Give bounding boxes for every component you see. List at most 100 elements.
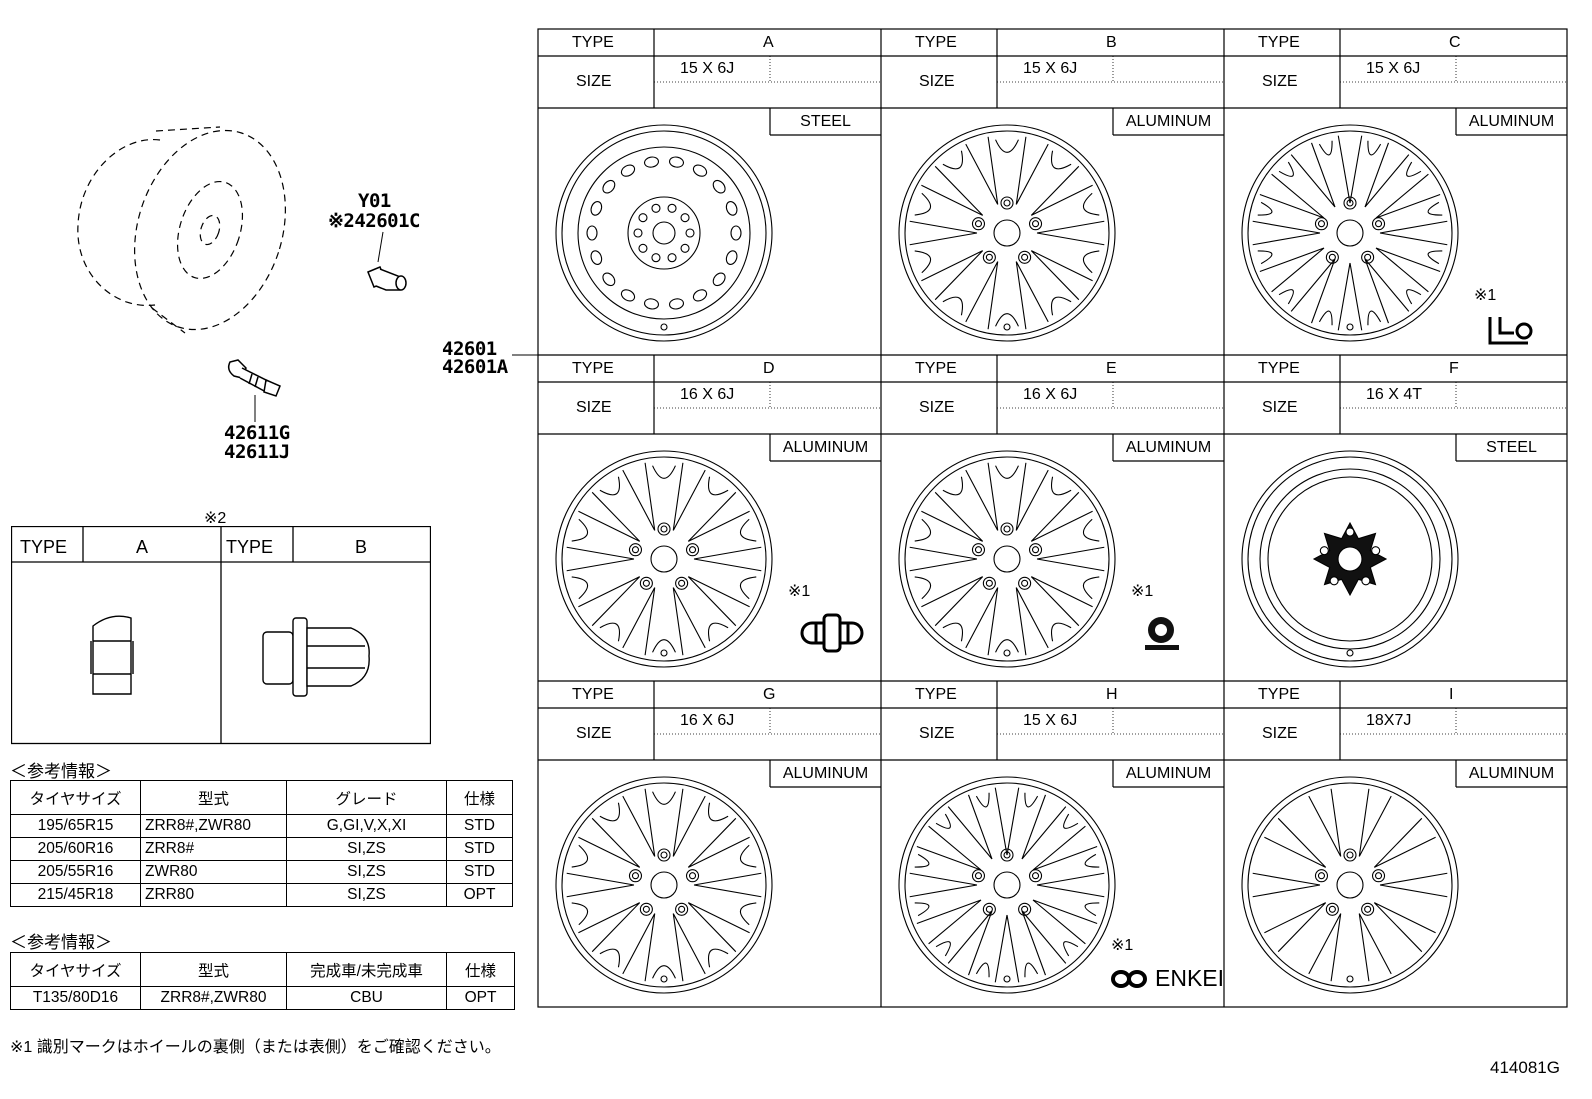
- nut-type-header-b: TYPE: [226, 537, 274, 557]
- wheel-material-i: ALUMINUM: [1468, 765, 1555, 782]
- nut-type-a-label: A: [136, 537, 149, 557]
- wheel-h-image: [887, 765, 1127, 1010]
- size-header-label: SIZE: [576, 725, 612, 742]
- type-header-label: TYPE: [915, 34, 957, 51]
- nut-type-header-a: TYPE: [20, 537, 68, 557]
- nut-type-table: [11, 526, 431, 745]
- type-header-label: TYPE: [572, 360, 614, 377]
- ref1-cell: ZRR8#: [140, 837, 287, 861]
- wheel-type-h: H: [1106, 686, 1118, 703]
- ref1-cell: 215/45R18: [10, 883, 141, 907]
- ref1-title: ＜参考情報＞: [10, 762, 112, 781]
- table-row: T135/80D16 ZRR8#,ZWR80 CBU OPT: [10, 986, 515, 1010]
- wheel-d-drawing: [555, 450, 773, 668]
- nut-type-b-drawing: [262, 617, 370, 697]
- ref2-title: ＜参考情報＞: [10, 933, 112, 952]
- ref1-cell: ZRR8#,ZWR80: [140, 814, 287, 838]
- size-header-label: SIZE: [1262, 73, 1298, 90]
- ref2-header-tire: タイヤサイズ: [10, 952, 141, 987]
- ref2-cell: ZRR8#,ZWR80: [140, 986, 287, 1010]
- enkei-logo-icon: [1111, 970, 1147, 988]
- wheel-size-f: 16 X 4T: [1366, 386, 1423, 403]
- wheel-g-drawing: [555, 776, 773, 994]
- wheel-a-drawing: [555, 124, 773, 342]
- wheel-b-drawing: [898, 124, 1116, 342]
- ref1-cell: SI,ZS: [286, 883, 447, 907]
- ref2-table: タイヤサイズ 型式 完成車/未完成車 仕様 T135/80D16 ZRR8#,Z…: [10, 952, 515, 1010]
- nut-type-b-label: B: [355, 537, 368, 557]
- mark-note-d: ※1: [788, 583, 811, 600]
- wheel-type-i: I: [1449, 686, 1454, 703]
- ref1-cell: ZWR80: [140, 860, 287, 884]
- wheel-size-h: 15 X 6J: [1023, 712, 1078, 729]
- wheel-type-c: C: [1449, 34, 1461, 51]
- wheel-type-a: A: [763, 34, 774, 51]
- ref1-cell: OPT: [446, 883, 513, 907]
- ref1-cell: 195/65R15: [10, 814, 141, 838]
- type-header-label: TYPE: [1258, 686, 1300, 703]
- mark-note-c: ※1: [1474, 287, 1497, 304]
- wheel-size-c: 15 X 6J: [1366, 60, 1421, 77]
- ref1-header-tire: タイヤサイズ: [10, 780, 141, 815]
- mark-c-holder: [1484, 309, 1554, 354]
- size-header-label: SIZE: [919, 399, 955, 416]
- table-row: 205/60R16 ZRR8# SI,ZS STD: [10, 837, 513, 861]
- wheel-material-d: ALUMINUM: [782, 439, 869, 456]
- wheel-type-f: F: [1449, 360, 1459, 377]
- d-mark-icon: [800, 613, 864, 653]
- wheel-f-drawing: [1241, 450, 1459, 668]
- size-header-label: SIZE: [1262, 399, 1298, 416]
- wheel-f-image: [1230, 439, 1470, 684]
- type-header-label: TYPE: [915, 686, 957, 703]
- valve-part-number-2: 42611J: [224, 441, 290, 463]
- type-header-label: TYPE: [1258, 34, 1300, 51]
- mark-h-holder: [1111, 959, 1147, 1004]
- ref2-header-spec: 仕様: [446, 952, 515, 987]
- valve-part-number-1: 42611G: [224, 422, 290, 444]
- type-header-label: TYPE: [1258, 360, 1300, 377]
- wheel-c-image: [1230, 113, 1470, 358]
- nut-part-number: ※242601C: [328, 210, 421, 232]
- nut-table-note: ※2: [204, 510, 227, 527]
- mark-d-holder: [798, 613, 868, 658]
- wheel-i-image: [1230, 765, 1470, 1010]
- ref1-cell: 205/60R16: [10, 837, 141, 861]
- wheel-c-drawing: [1241, 124, 1459, 342]
- diagram-id: 414081G: [1490, 1058, 1560, 1077]
- wheel-i-drawing: [1241, 776, 1459, 994]
- ref1-cell: ZRR80: [140, 883, 287, 907]
- wheel-e-drawing: [898, 450, 1116, 668]
- wheel-part-number-1: 42601: [442, 338, 497, 360]
- lug-nut-icon: [367, 266, 407, 291]
- table-row: 205/55R16 ZWR80 SI,ZS STD: [10, 860, 513, 884]
- wheel-b-image: [887, 113, 1127, 358]
- size-header-label: SIZE: [919, 725, 955, 742]
- size-header-label: SIZE: [1262, 725, 1298, 742]
- ref2-cell: OPT: [446, 986, 515, 1010]
- wheel-size-a: 15 X 6J: [680, 60, 735, 77]
- nut-type-a-drawing: [90, 615, 134, 695]
- wheel-material-e: ALUMINUM: [1125, 439, 1212, 456]
- wheel-a-image: [544, 113, 784, 358]
- e-mark-icon: [1145, 617, 1179, 650]
- wheel-e-image: [887, 439, 1127, 684]
- wheel-size-b: 15 X 6J: [1023, 60, 1078, 77]
- mark-e-holder: [1141, 613, 1211, 658]
- table-row: 195/65R15 ZRR8#,ZWR80 G,GI,V,X,XI STD: [10, 814, 513, 838]
- wheel-g-image: [544, 765, 784, 1010]
- ref2-cell: CBU: [286, 986, 447, 1010]
- wheel-material-f: STEEL: [1486, 439, 1537, 456]
- wheel-size-d: 16 X 6J: [680, 386, 735, 403]
- ref1-header-model: 型式: [140, 780, 287, 815]
- wheel-material-h: ALUMINUM: [1125, 765, 1212, 782]
- table-row: 215/45R18 ZRR80 SI,ZS OPT: [10, 883, 513, 907]
- wheel-material-b: ALUMINUM: [1125, 113, 1212, 130]
- valve-stem-icon: [227, 359, 281, 397]
- mark-note-e: ※1: [1131, 583, 1154, 600]
- ref1-header-spec: 仕様: [446, 780, 513, 815]
- wheel-d-image: [544, 439, 784, 684]
- ref2-header-model: 型式: [140, 952, 287, 987]
- wheel-type-e: E: [1106, 360, 1117, 377]
- wheel-type-b: B: [1106, 34, 1117, 51]
